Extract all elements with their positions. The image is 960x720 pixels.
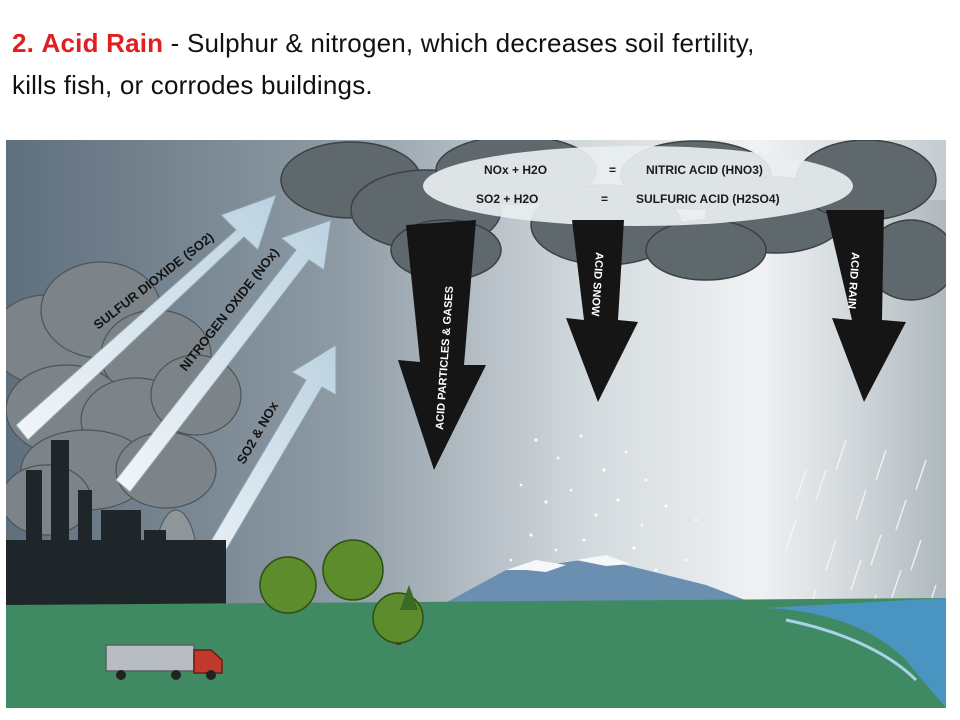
- factory-base: [6, 540, 226, 610]
- equation-1-right: NITRIC ACID (HNO3): [646, 163, 763, 177]
- equation-1-left: NOx + H2O: [484, 163, 547, 177]
- label-acid-rain: ACID RAIN: [845, 252, 861, 310]
- arrow-acid-particles: [398, 220, 486, 470]
- tree-4: [400, 585, 418, 610]
- mountain-snowcap: [506, 560, 566, 572]
- lake: [766, 598, 946, 708]
- mountain: [436, 558, 766, 608]
- equation-1-sign: =: [609, 163, 616, 177]
- tree-2: [322, 539, 384, 601]
- equation-bubble: [423, 146, 853, 226]
- label-acid-snow: ACID SNOW: [588, 252, 604, 317]
- arrow-acid-snow: [566, 220, 638, 402]
- equation-2-sign: =: [601, 192, 608, 206]
- trees: [259, 539, 424, 645]
- caption-number: 2.: [12, 28, 35, 58]
- truck-cab: [193, 649, 223, 674]
- factory: [6, 440, 226, 610]
- truck-wheel-1: [116, 670, 126, 680]
- truck-wheel-3: [206, 670, 216, 680]
- diagram-canvas: NOx + H2O = NITRIC ACID (HNO3) SO2 + H2O…: [6, 140, 946, 708]
- tree-1: [259, 556, 317, 614]
- arrow-sulfur-dioxide: [15, 194, 277, 441]
- caption-text-line1: - Sulphur & nitrogen, which decreases so…: [163, 28, 755, 58]
- caption-text-line2: kills fish, or corrodes buildings.: [12, 70, 373, 100]
- truck-trailer: [105, 644, 195, 672]
- truck-wheel-2: [171, 670, 181, 680]
- slide-caption: 2. Acid Rain - Sulphur & nitrogen, which…: [12, 22, 948, 106]
- arrow-acid-rain: [826, 210, 906, 402]
- tree-3: [372, 592, 424, 644]
- equation-2-left: SO2 + H2O: [476, 192, 538, 206]
- arrow-nitrogen-oxide: [115, 219, 332, 493]
- ground: [6, 598, 946, 708]
- mountain-snowcap-2: [576, 555, 631, 566]
- acid-rain-diagram: NOx + H2O = NITRIC ACID (HNO3) SO2 + H2O…: [6, 140, 946, 708]
- truck: [105, 644, 223, 680]
- lake-shoreline: [785, 618, 918, 682]
- deposition-arrows: [398, 210, 906, 470]
- caption-title: Acid Rain: [41, 28, 164, 58]
- equation-2-right: SULFURIC ACID (H2SO4): [636, 192, 780, 206]
- equations: NOx + H2O = NITRIC ACID (HNO3) SO2 + H2O…: [476, 163, 780, 206]
